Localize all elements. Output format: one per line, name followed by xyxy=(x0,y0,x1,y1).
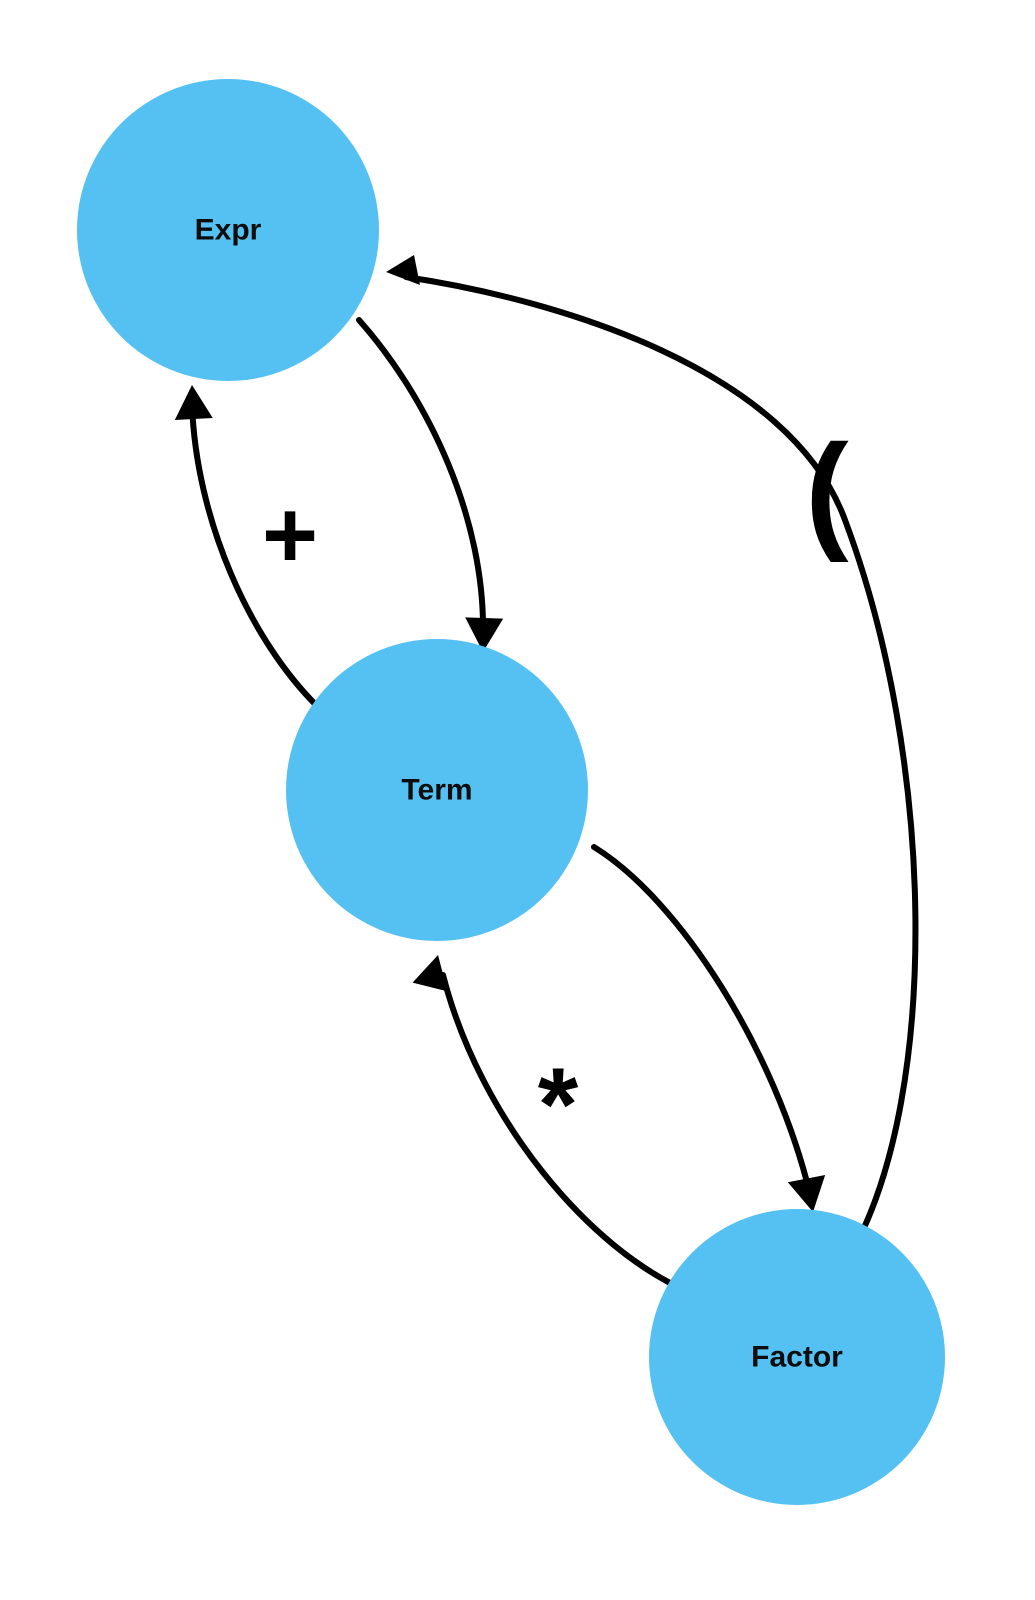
edge-expr-to-term-path[interactable] xyxy=(356,317,487,637)
edge-factor-to-term[interactable] xyxy=(412,951,692,1295)
edge-factor-to-expr-arrowhead xyxy=(386,255,420,285)
node-term-shape[interactable] xyxy=(286,639,588,941)
edge-term-to-factor-path[interactable] xyxy=(591,844,813,1197)
node-expr-shape[interactable] xyxy=(77,79,379,381)
edge-term-to-expr-arrowhead xyxy=(174,385,213,420)
node-term-label: Term xyxy=(401,774,472,807)
edge-label-star: * xyxy=(538,1047,579,1163)
node-expr-label: Expr xyxy=(195,214,262,247)
edge-term-to-expr-path[interactable] xyxy=(189,401,321,710)
edge-factor-to-expr-path[interactable] xyxy=(403,274,919,1253)
nodes-layer: Expr Term Factor xyxy=(77,79,945,1505)
edge-term-to-factor[interactable] xyxy=(591,844,832,1216)
edge-expr-to-term-arrowhead xyxy=(465,617,504,652)
node-factor-label: Factor xyxy=(751,1341,843,1374)
edge-label-plus: + xyxy=(262,482,318,589)
edge-label-open-paren: ( xyxy=(805,417,849,563)
node-expr[interactable]: Expr xyxy=(77,79,379,381)
edges-layer xyxy=(173,255,919,1295)
edge-term-to-expr[interactable] xyxy=(173,384,321,710)
edge-labels-layer: + * ( xyxy=(262,417,849,1163)
edge-factor-to-term-arrowhead xyxy=(412,955,448,992)
edge-factor-to-expr[interactable] xyxy=(386,255,919,1253)
edge-expr-to-term[interactable] xyxy=(356,317,504,653)
edge-factor-to-term-path[interactable] xyxy=(440,972,692,1295)
node-term[interactable]: Term xyxy=(286,639,588,941)
node-factor[interactable]: Factor xyxy=(649,1209,945,1505)
node-factor-shape[interactable] xyxy=(649,1209,945,1505)
edge-term-to-factor-arrowhead xyxy=(787,1174,826,1212)
